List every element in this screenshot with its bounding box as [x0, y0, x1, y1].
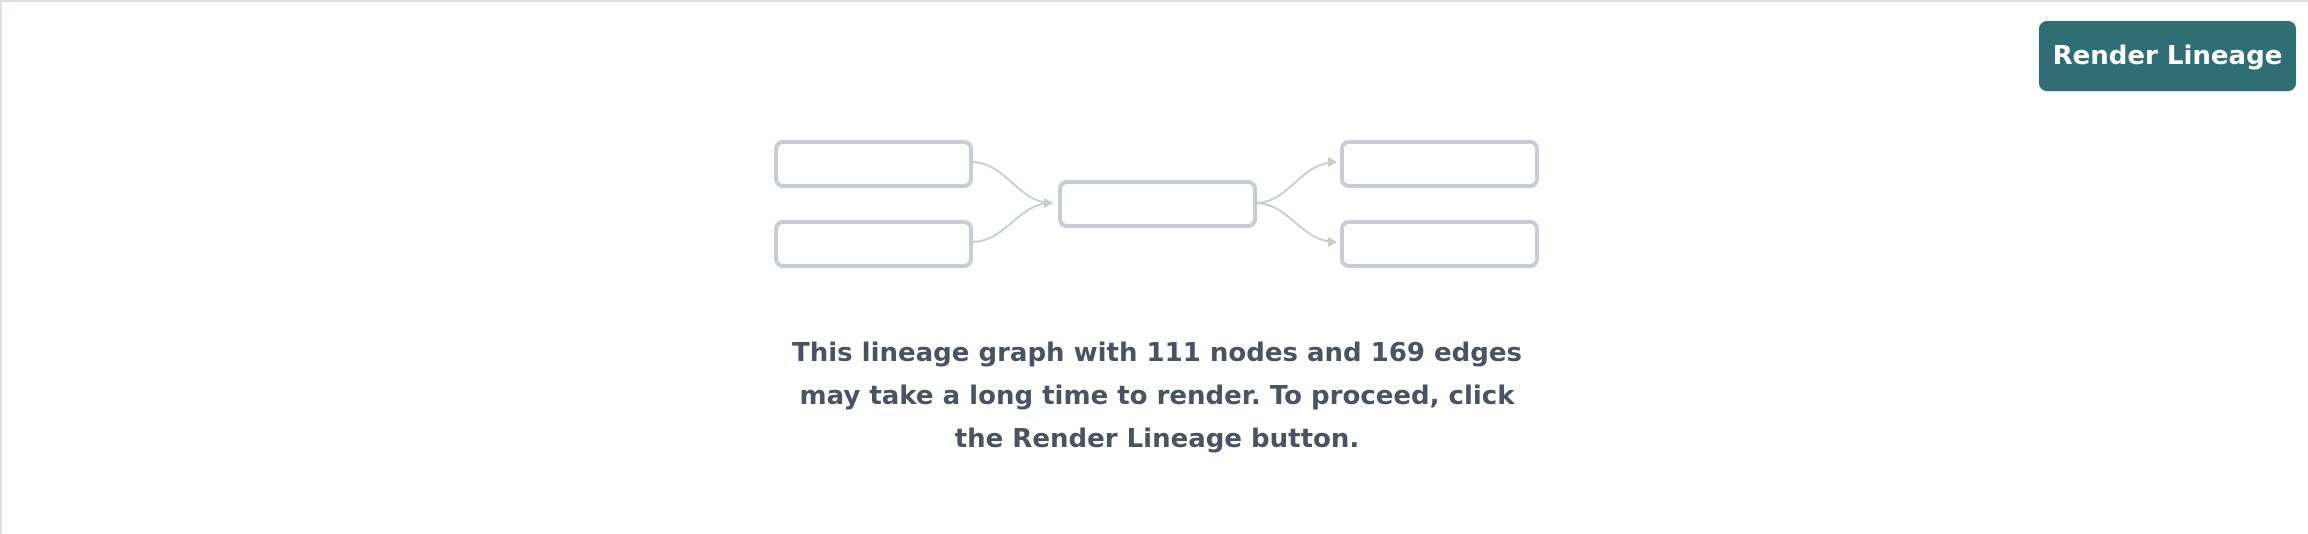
placeholder-edge [1254, 157, 1337, 204]
placeholder-node [774, 140, 973, 188]
placeholder-edge [1254, 202, 1337, 247]
render-lineage-button[interactable]: Render Lineage [2039, 21, 2296, 91]
placeholder-node [1340, 220, 1539, 268]
placeholder-node [1058, 180, 1257, 228]
lineage-graph-placeholder-icon [774, 140, 1539, 268]
placeholder-node [774, 220, 973, 268]
render-warning-message: This lineage graph with 111 nodes and 16… [791, 338, 1523, 454]
placeholder-edge [970, 161, 1053, 208]
placeholder-node [1340, 140, 1539, 188]
placeholder-edge [970, 198, 1053, 243]
